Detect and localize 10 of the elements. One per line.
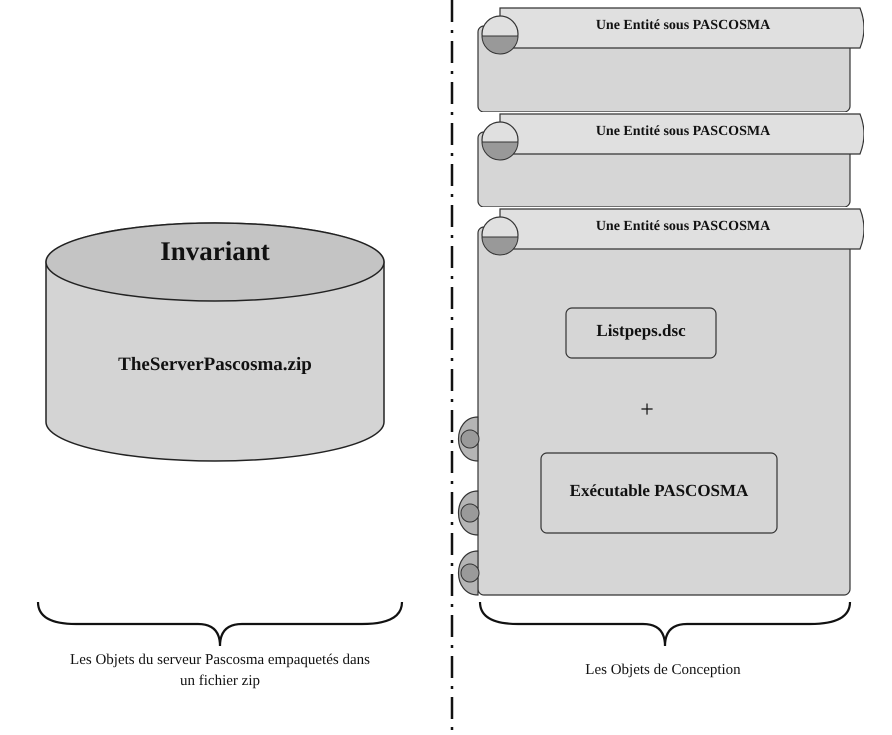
scroll-heading: Une Entité sous PASCOSMA xyxy=(594,124,772,140)
caption-text: Les Objets du serveur Pascosma empaquetés dans un fichier zip xyxy=(70,651,370,691)
box-label: Listpeps.dsc xyxy=(595,321,687,341)
scroll-heading: Une Entité sous PASCOSMA xyxy=(594,219,772,235)
box-label: Exécutable PASCOSMA xyxy=(568,481,750,501)
file-name: TheServerPascosma.zip xyxy=(117,354,313,376)
scroll-heading: Une Entité sous PASCOSMA xyxy=(594,18,772,34)
caption-text: Les Objets de Conception xyxy=(584,661,742,680)
plus-sign: + xyxy=(639,397,655,424)
title-text: Invariant xyxy=(159,236,271,267)
